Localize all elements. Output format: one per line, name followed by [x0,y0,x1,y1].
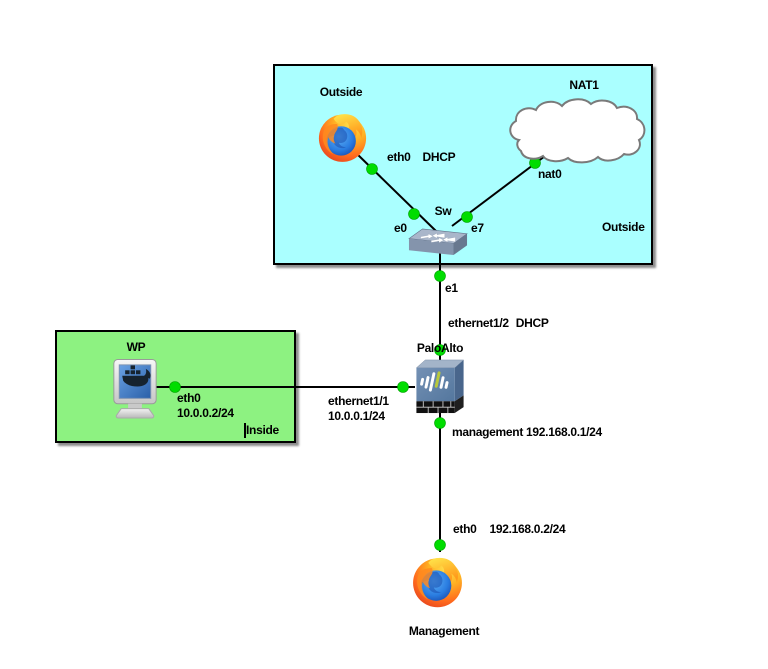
link-label-switch-e0[interactable]: e0 [394,221,407,235]
iface-ip: 192.168.0.2/24 [489,522,566,536]
iface-ip: 10.0.0.1/24 [328,409,385,423]
node-label-wp[interactable]: WP [126,340,146,354]
node-label-switch[interactable]: Sw [434,204,452,218]
link-label-wp-eth0[interactable]: eth0 10.0.0.2/24 [177,391,234,421]
zone-outside-rectangle[interactable] [273,64,653,265]
link-outside-browser-to-switch[interactable] [353,150,438,233]
zone-label-inside[interactable]: Inside [246,423,279,437]
link-status-dot [461,211,473,223]
link-status-dot [408,208,420,220]
link-label-firewall-ethernet1-1[interactable]: ethernet1/1 10.0.0.1/24 [328,394,389,424]
link-status-dot [397,381,409,393]
iface-name: eth0 [177,391,201,405]
text-edit-caret [244,423,246,438]
link-status-dot [434,417,446,429]
link-status-dot [434,270,446,282]
link-status-dot [169,381,181,393]
zone-label-outside[interactable]: Outside [602,220,645,234]
cloud-icon[interactable] [505,95,648,170]
node-label-nat-cloud[interactable]: NAT1 [569,78,599,92]
iface-name: eth0 [387,150,411,164]
iface-note: DHCP [422,150,456,164]
ethernet-switch-icon[interactable] [408,226,468,257]
iface-name: eth0 [453,522,477,536]
paloalto-firewall-icon[interactable] [414,358,466,415]
firefox-icon[interactable] [408,549,467,613]
firefox-icon[interactable] [313,108,372,165]
link-status-dot [366,163,378,175]
link-status-dot [434,344,446,356]
link-label-browser-eth0[interactable]: eth0 DHCP [387,150,456,164]
iface-name: ethernet1/2 [448,316,509,330]
link-label-management-eth0[interactable]: eth0 192.168.0.2/24 [453,522,566,536]
iface-ip: 10.0.0.2/24 [177,406,234,420]
link-label-switch-e1[interactable]: e1 [445,281,458,295]
iface-note: DHCP [515,316,549,330]
link-label-cloud-nat0[interactable]: nat0 [538,167,562,181]
link-label-firewall-management[interactable]: management 192.168.0.1/24 [452,425,602,439]
node-label-outside-browser[interactable]: Outside [319,85,363,99]
node-label-management[interactable]: Management [408,624,480,638]
link-label-firewall-ethernet1-2[interactable]: ethernet1/2 DHCP [448,317,549,330]
iface-name: ethernet1/1 [328,394,389,408]
node-label-firewall[interactable]: PaloAlto [416,341,464,355]
link-label-switch-e7[interactable]: e7 [471,221,484,235]
link-status-dot [434,539,446,551]
docker-computer-icon[interactable] [112,358,158,419]
